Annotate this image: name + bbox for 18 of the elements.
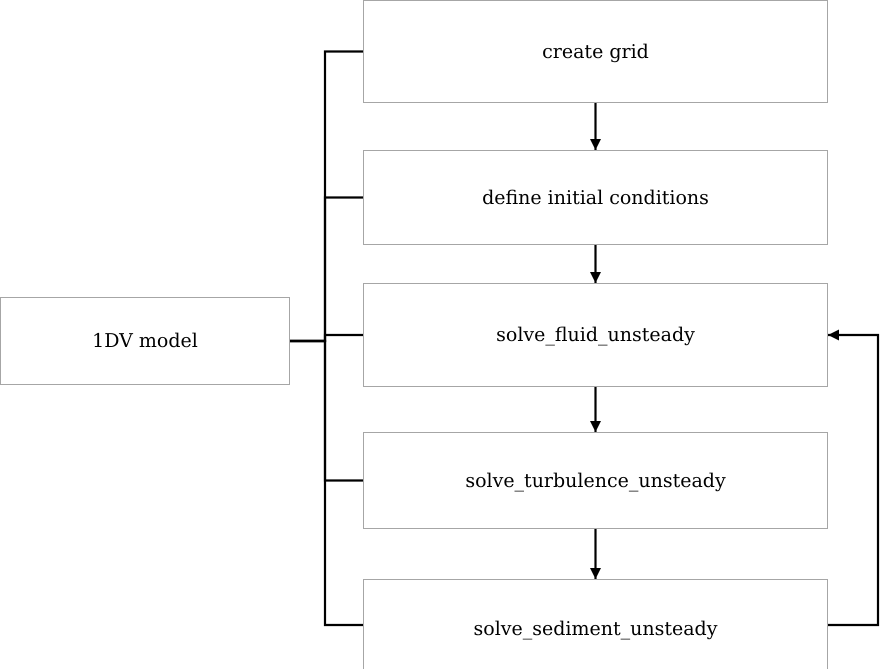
box-label: 1DV model	[92, 330, 198, 352]
process-box	[0, 297, 290, 385]
process-box	[363, 432, 828, 529]
arrow	[828, 330, 880, 626]
process-box	[363, 150, 828, 245]
box-label: solve_fluid_unsteady	[496, 324, 695, 346]
arrow	[590, 103, 601, 150]
arrow	[590, 529, 601, 579]
process-box	[363, 283, 828, 387]
arrow	[590, 387, 601, 432]
box-label: create grid	[542, 40, 649, 62]
process-box	[363, 0, 828, 103]
box-label: solve_turbulence_unsteady	[465, 470, 726, 492]
arrow	[590, 245, 601, 283]
process-box	[363, 579, 828, 669]
box-label: solve_sediment_unsteady	[474, 618, 718, 640]
connector-line	[290, 340, 363, 626]
box-label: define initial conditions	[482, 186, 709, 208]
